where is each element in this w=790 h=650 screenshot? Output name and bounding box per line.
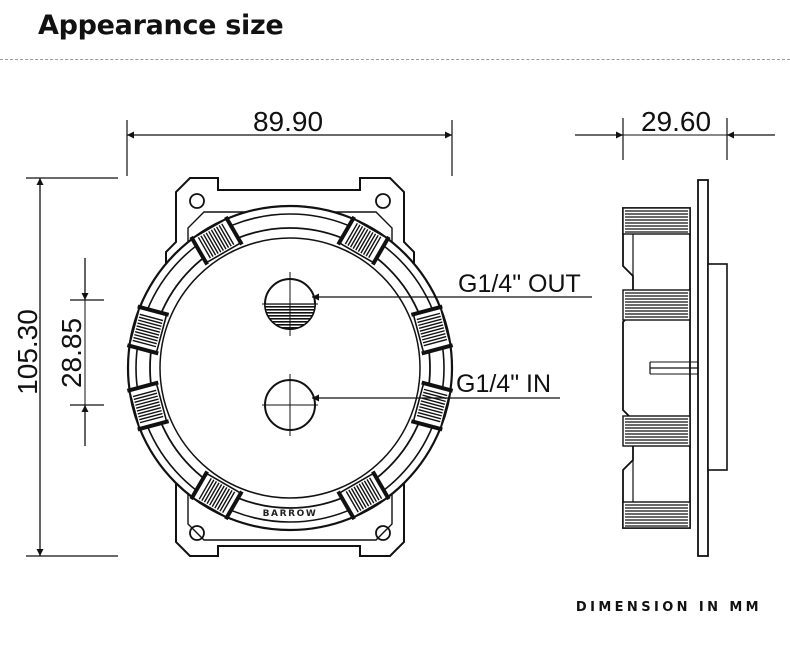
- brand-label: BARROW: [263, 509, 318, 519]
- header-divider: [0, 59, 790, 60]
- width-dimension: 89.90: [126, 106, 453, 176]
- middle-ring: [149, 227, 431, 509]
- height-dimension-label: 105.30: [12, 309, 43, 395]
- port-spacing-label: 28.85: [56, 318, 87, 388]
- ring-clamps: [126, 215, 454, 521]
- outlet-port: [262, 272, 318, 336]
- depth-dimension: 29.60: [575, 106, 775, 160]
- ring-clamp: [189, 470, 244, 521]
- mount-hole-top-right: [375, 193, 391, 209]
- inner-ring: [159, 237, 421, 499]
- side-view: [622, 179, 728, 557]
- ring-clamp: [126, 380, 170, 432]
- outlet-port-label: G1/4" OUT: [458, 270, 581, 298]
- front-view: BARROW: [126, 177, 454, 557]
- outer-ring-2: [135, 213, 445, 523]
- mount-hole-top-left: [189, 193, 205, 209]
- height-dimension: 105.30: [12, 177, 118, 557]
- ring-clamp: [336, 215, 391, 266]
- inlet-port-label: G1/4" IN: [456, 370, 551, 398]
- ring-clamp: [126, 304, 170, 356]
- side-cold-plate: [707, 263, 728, 471]
- side-clamp: [622, 501, 691, 529]
- side-clamp: [622, 415, 691, 447]
- port-spacing-dimension: 28.85: [56, 258, 104, 446]
- mount-hole-bottom-left: [189, 525, 205, 541]
- depth-dimension-label: 29.60: [641, 106, 711, 137]
- side-back-plate: [697, 179, 709, 557]
- unit-note: DIMENSION IN MM: [575, 600, 762, 615]
- side-clamp: [622, 289, 691, 321]
- ring-clamp: [410, 304, 454, 356]
- side-clamps: [622, 207, 691, 529]
- ring-clamp: [336, 470, 391, 521]
- side-clamp: [622, 207, 691, 235]
- width-dimension-label: 89.90: [253, 106, 323, 137]
- mount-hole-bottom-right: [375, 525, 391, 541]
- inlet-port: [262, 374, 318, 436]
- ring-clamp: [189, 215, 244, 266]
- page-title: Appearance size: [38, 10, 284, 41]
- ring-clamp: [410, 380, 454, 432]
- outer-ring: [126, 204, 454, 532]
